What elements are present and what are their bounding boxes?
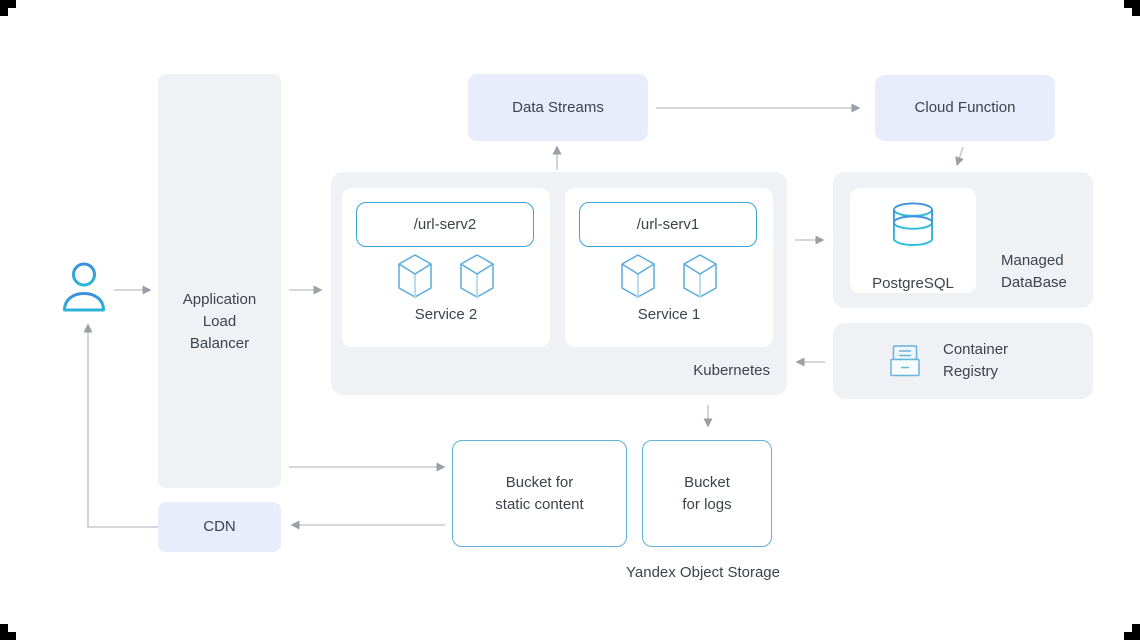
managed-database-label: Managed DataBase <box>1001 252 1067 291</box>
kubernetes-group: /url-serv2 Service 2 /url-serv1 <box>331 172 787 395</box>
corner-crop-mark <box>1124 624 1140 640</box>
cube-icon <box>621 254 655 298</box>
corner-crop-mark <box>0 0 16 16</box>
cube-icon <box>460 254 494 298</box>
arrow-cdn-to-user <box>83 323 158 528</box>
cdn-label: CDN <box>203 518 236 535</box>
route-serv2-pill: /url-serv2 <box>356 202 534 247</box>
container-registry-label: Container Registry <box>943 341 1009 380</box>
postgresql-card: PostgreSQL <box>850 188 976 293</box>
container-registry-node: Container Registry <box>833 323 1093 399</box>
cloud-function-label: Cloud Function <box>914 99 1016 116</box>
postgresql-label: PostgreSQL <box>872 275 954 292</box>
kubernetes-label: Kubernetes <box>693 362 770 379</box>
bucket-logs-node: Bucket for logs <box>642 440 772 547</box>
service-1-pods <box>565 254 773 298</box>
bucket-static-content-node: Bucket for static content <box>452 440 627 547</box>
data-streams-node: Data Streams <box>468 74 648 141</box>
cdn-node: CDN <box>158 502 281 552</box>
cube-icon <box>398 254 432 298</box>
route-serv2-label: /url-serv2 <box>413 215 477 233</box>
bucket-static-content-label: Bucket for static content <box>495 473 584 513</box>
cloud-function-node: Cloud Function <box>875 75 1055 141</box>
arrow-cloud-function-to-managed-db <box>955 146 964 167</box>
container-registry-icon <box>890 345 920 377</box>
corner-crop-mark <box>0 624 16 640</box>
cube-icon <box>683 254 717 298</box>
corner-crop-mark <box>1124 0 1140 16</box>
service-2-pods <box>342 254 550 298</box>
route-serv1-pill: /url-serv1 <box>579 202 757 247</box>
route-serv1-label: /url-serv1 <box>636 215 700 233</box>
data-streams-label: Data Streams <box>512 98 604 116</box>
service-2-card: /url-serv2 Service 2 <box>342 188 550 347</box>
service-2-label: Service 2 <box>414 306 478 323</box>
user-icon <box>62 262 106 312</box>
managed-database-group: PostgreSQL Managed DataBase <box>833 172 1093 308</box>
service-1-card: /url-serv1 Service 1 <box>565 188 773 347</box>
service-1-label: Service 1 <box>637 306 701 323</box>
database-cylinder-icon <box>850 202 976 246</box>
application-load-balancer-label: Application Load Balancer <box>182 291 257 352</box>
object-storage-label: Yandex Object Storage <box>626 564 780 581</box>
bucket-logs-label: Bucket for logs <box>682 473 732 513</box>
application-load-balancer-node: Application Load Balancer <box>158 74 281 488</box>
